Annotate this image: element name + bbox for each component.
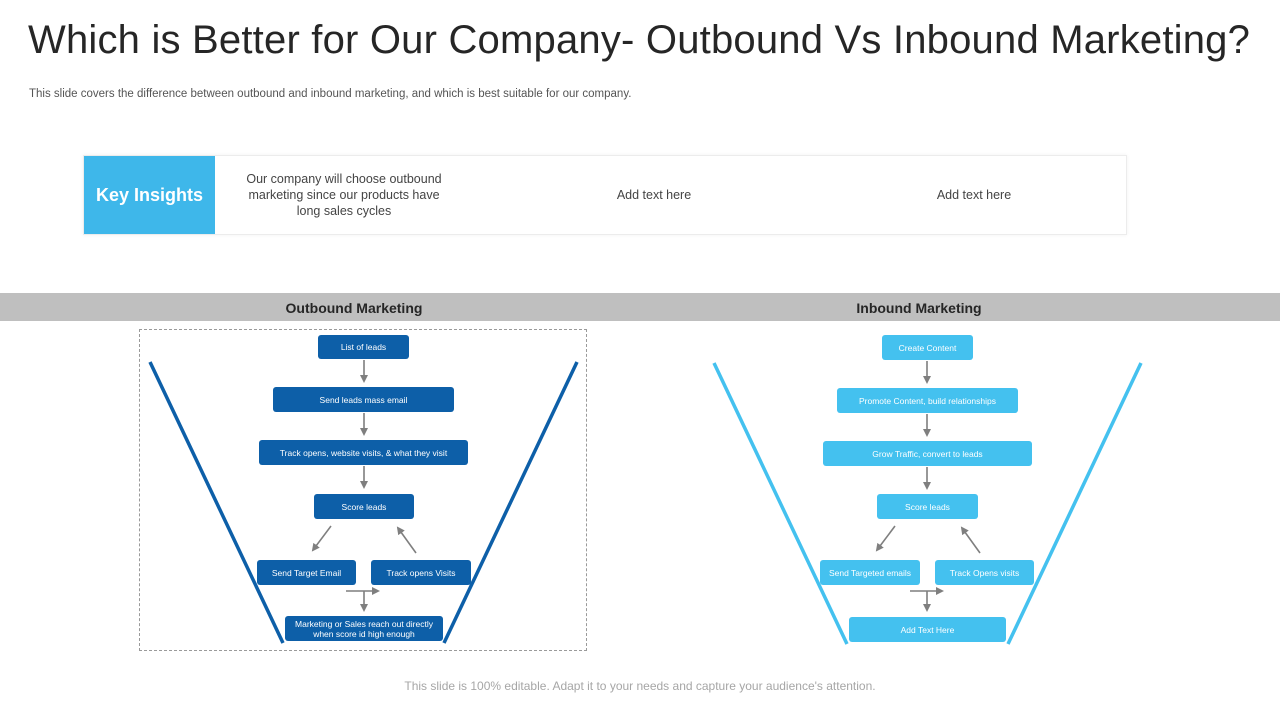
inbound-step-send-targeted-emails: Send Targeted emails (820, 560, 920, 585)
inbound-step-score-leads: Score leads (877, 494, 978, 519)
insight-text-3: Add text here (936, 188, 1012, 202)
inbound-funnel-right-wall (1006, 362, 1143, 645)
outbound-step-track-opens: Track opens, website visits, & what they… (259, 440, 468, 465)
insight-text-1: Our company will choose outbound marketi… (246, 172, 442, 218)
insight-text-2: Add text here (616, 188, 692, 202)
inbound-funnel-left-wall (712, 362, 849, 645)
page-title: Which is Better for Our Company- Outboun… (28, 18, 1251, 62)
page-subtitle: This slide covers the difference between… (29, 88, 632, 100)
inbound-step-grow-traffic: Grow Traffic, convert to leads (823, 441, 1032, 466)
outbound-arrow-4 (311, 525, 332, 552)
outbound-funnel-right-wall (442, 361, 579, 644)
outbound-step-send-mass-email: Send leads mass email (273, 387, 454, 412)
inbound-arrow-5 (960, 526, 981, 554)
key-insights-panel: Key Insights Our company will choose out… (83, 155, 1127, 235)
inbound-heading: Inbound Marketing (856, 300, 982, 316)
inbound-step-add-text: Add Text Here (849, 617, 1006, 642)
outbound-funnel-left-wall (148, 361, 285, 644)
outbound-dashed-frame (139, 329, 587, 651)
outbound-step-list-leads: List of leads (318, 335, 409, 359)
outbound-step-send-target-email: Send Target Email (257, 560, 356, 585)
inbound-step-promote-content: Promote Content, build relationships (837, 388, 1018, 413)
inbound-arrow-4 (875, 525, 896, 552)
outbound-heading: Outbound Marketing (285, 300, 423, 316)
outbound-step-reach-out: Marketing or Sales reach out directly wh… (285, 616, 443, 641)
footer-note: This slide is 100% editable. Adapt it to… (404, 679, 876, 693)
key-insights-label: Key Insights (84, 156, 215, 234)
outbound-step-score-leads: Score leads (314, 494, 414, 519)
outbound-arrow-5 (396, 526, 417, 554)
outbound-step-track-visits: Track opens Visits (371, 560, 471, 585)
inbound-step-track-opens-visits: Track Opens visits (935, 560, 1034, 585)
section-header-band: Outbound Marketing Inbound Marketing (0, 293, 1280, 321)
inbound-step-create-content: Create Content (882, 335, 973, 360)
